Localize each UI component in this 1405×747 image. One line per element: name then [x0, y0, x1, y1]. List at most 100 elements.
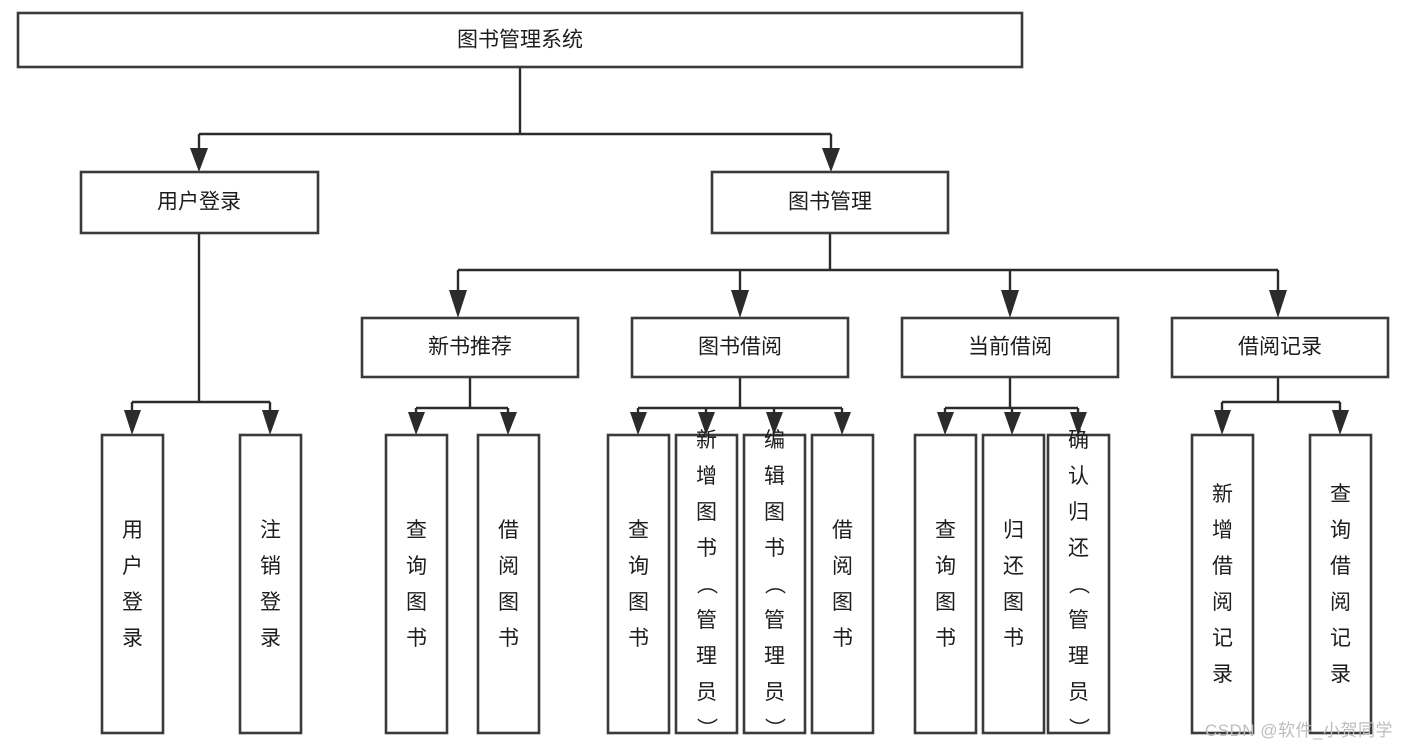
node-current-borrow-box[interactable]	[900, 316, 1120, 379]
arrow-head-borrow-record	[1269, 290, 1287, 318]
leaf-label-char: 询	[935, 555, 956, 578]
leaf-edit-book-admin-box[interactable]	[742, 433, 807, 735]
leaf-label-char: 记	[1212, 627, 1233, 650]
arrow-head-leaf-borrow-book-2	[834, 412, 851, 435]
leaf-borrow-book[interactable]	[810, 433, 875, 735]
leaf-label-char: 书	[935, 627, 956, 650]
leaf-query-book-rec[interactable]	[384, 433, 449, 735]
node-root-system-box[interactable]	[16, 11, 1024, 69]
arrow-head-leaf-user-login	[124, 410, 141, 435]
leaf-query-book-current[interactable]	[913, 433, 978, 735]
node-book-management-label: 图书管理	[788, 191, 872, 214]
leaf-label-char: ）	[1067, 718, 1090, 739]
leaf-label-char: 借	[498, 519, 519, 542]
leaf-label-char: 户	[122, 555, 143, 578]
leaf-query-book-borrow-box[interactable]	[606, 433, 671, 735]
leaf-label-char: 图	[498, 591, 519, 614]
leaf-confirm-return-admin[interactable]	[1046, 433, 1111, 735]
leaf-label-char: 新	[696, 429, 717, 452]
leaf-label-char: ）	[763, 718, 786, 739]
leaf-add-borrow-record-box[interactable]	[1190, 433, 1255, 735]
leaf-logout-login-box[interactable]	[238, 433, 303, 735]
leaf-label-char: 图	[406, 591, 427, 614]
node-new-book-recommend-box[interactable]	[360, 316, 580, 379]
node-user-login-box[interactable]	[79, 170, 320, 235]
leaf-label-char: 录	[1212, 663, 1233, 686]
leaf-return-book-box[interactable]	[981, 433, 1046, 735]
node-book-management-box[interactable]	[710, 170, 950, 235]
node-borrow-record-box[interactable]	[1170, 316, 1390, 379]
node-book-management[interactable]: 图书管理	[710, 170, 950, 235]
arrow-head-leaf-query-book-2	[630, 412, 647, 435]
arrow-head-leaf-query-book-1	[408, 412, 425, 435]
leaf-label-char: 销	[260, 555, 281, 578]
leaf-label-char: 书	[832, 627, 853, 650]
node-borrow-record-label: 借阅记录	[1238, 336, 1322, 359]
leaf-label-char: 管	[696, 609, 717, 632]
leaf-label-char: 书	[498, 627, 519, 650]
leaf-label-char: 阅	[1330, 591, 1351, 614]
leaf-label-char: 理	[764, 645, 785, 668]
leaf-label-char: 增	[1212, 519, 1233, 542]
node-book-borrow-box[interactable]	[630, 316, 850, 379]
node-new-book-recommend[interactable]: 新书推荐	[360, 316, 580, 379]
leaf-label-char: 查	[935, 519, 956, 542]
leaf-label-char: 增	[696, 465, 717, 488]
leaf-label-char: 员	[764, 681, 785, 704]
node-book-borrow[interactable]: 图书借阅	[630, 316, 850, 379]
arrow-head-leaf-query-book-3	[937, 412, 954, 435]
leaf-query-borrow-record[interactable]	[1308, 433, 1373, 735]
leaf-borrow-book-box[interactable]	[810, 433, 875, 735]
leaf-add-book-admin-box[interactable]	[674, 433, 739, 735]
leaf-logout-login[interactable]	[238, 433, 303, 735]
leaf-label-char: 记	[1330, 627, 1351, 650]
leaf-label-char: 图	[1003, 591, 1024, 614]
leaf-borrow-book-rec-box[interactable]	[476, 433, 541, 735]
arrow-head-leaf-query-record	[1332, 410, 1349, 435]
node-current-borrow[interactable]: 当前借阅	[900, 316, 1120, 379]
node-borrow-record[interactable]: 借阅记录	[1170, 316, 1390, 379]
leaf-label-char: 图	[764, 501, 785, 524]
leaf-borrow-book-rec[interactable]	[476, 433, 541, 735]
leaf-query-book-current-box[interactable]	[913, 433, 978, 735]
leaf-label-char: 录	[1330, 663, 1351, 686]
leaf-label-char: 借	[1212, 555, 1233, 578]
node-root-system[interactable]: 图书管理系统	[16, 11, 1024, 69]
arrow-head-leaf-return-book	[1004, 412, 1021, 435]
leaf-edit-book-admin[interactable]	[742, 433, 807, 735]
leaf-label-char: 阅	[832, 555, 853, 578]
leaf-label-char: 确	[1068, 429, 1089, 452]
node-user-login-label: 用户登录	[157, 191, 241, 214]
arrow-head-leaf-add-book	[698, 412, 715, 435]
leaf-label-char: 还	[1068, 537, 1089, 560]
arrow-head-leaf-logout	[262, 410, 279, 435]
leaf-add-borrow-record[interactable]	[1190, 433, 1255, 735]
leaf-query-book-rec-box[interactable]	[384, 433, 449, 735]
leaf-return-book[interactable]	[981, 433, 1046, 735]
leaf-add-book-admin[interactable]	[674, 433, 739, 735]
leaf-label-char: 编	[764, 429, 785, 452]
leaf-user-login-box[interactable]	[100, 433, 165, 735]
leaf-label-char: 查	[1330, 483, 1351, 506]
leaf-query-book-borrow[interactable]	[606, 433, 671, 735]
leaf-label-char: 录	[260, 627, 281, 650]
leaf-user-login[interactable]	[100, 433, 165, 735]
node-book-borrow-label: 图书借阅	[698, 336, 782, 359]
leaf-confirm-return-admin-box[interactable]	[1046, 433, 1111, 735]
leaf-label-char: 询	[406, 555, 427, 578]
leaf-label-char: 借	[1330, 555, 1351, 578]
arrow-head-user-login	[190, 148, 208, 172]
leaf-label-char: 书	[1003, 627, 1024, 650]
leaf-label-char: ）	[695, 718, 718, 739]
leaf-label-char: 归	[1068, 501, 1089, 524]
node-user-login[interactable]: 用户登录	[79, 170, 320, 235]
leaf-query-borrow-record-box[interactable]	[1308, 433, 1373, 735]
leaf-label-char: 书	[406, 627, 427, 650]
leaf-label-char: 理	[1068, 645, 1089, 668]
